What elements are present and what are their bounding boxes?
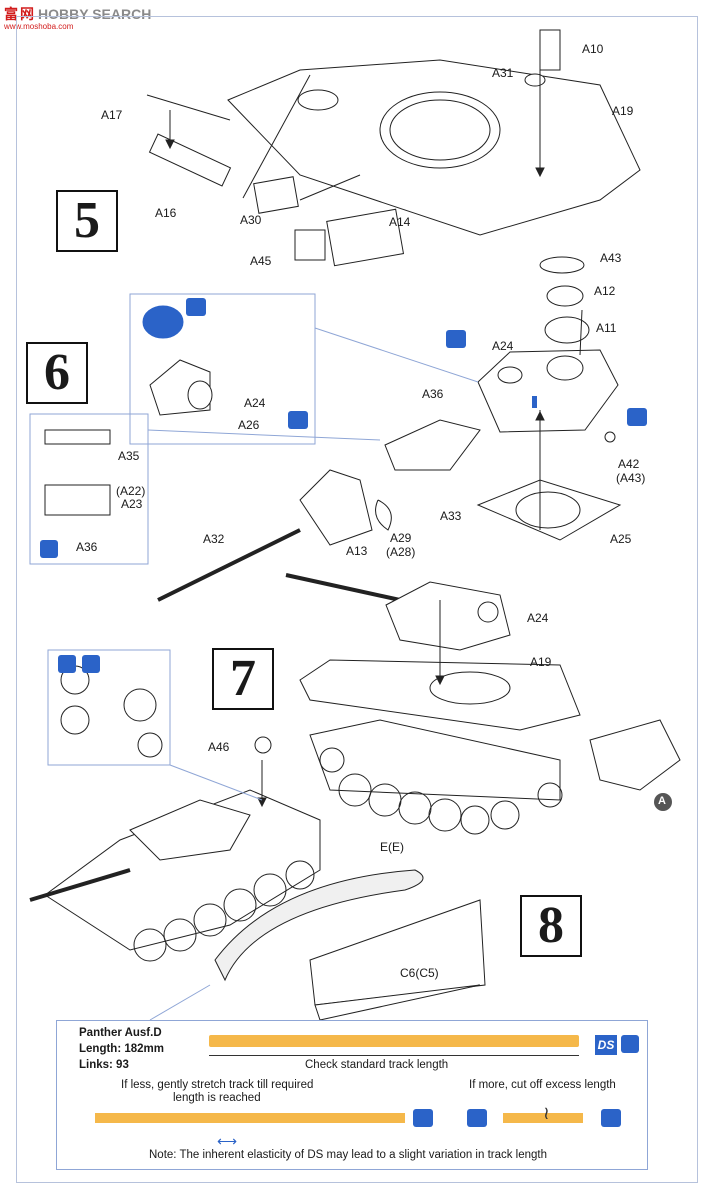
track-length-box: Panther Ausf.D Length: 182mm Links: 93 C… bbox=[56, 1020, 648, 1170]
part-a32-barrel bbox=[157, 528, 301, 602]
part-a11 bbox=[544, 316, 590, 344]
part-a36 bbox=[384, 419, 481, 471]
part-a29 bbox=[375, 499, 392, 531]
label-a10: A10 bbox=[582, 42, 604, 56]
part-a30 bbox=[253, 176, 299, 214]
part-a14 bbox=[326, 208, 405, 267]
part-a25 bbox=[476, 479, 622, 541]
stretch-arrow-icon: ⟷ bbox=[217, 1133, 238, 1149]
tool-icon bbox=[413, 1109, 433, 1127]
label-a29: A29 bbox=[390, 531, 412, 545]
label-a19: A19 bbox=[612, 104, 634, 118]
glue-icon bbox=[621, 1035, 639, 1053]
label-a24-step7: A24 bbox=[527, 611, 549, 625]
label-a31: A31 bbox=[492, 66, 514, 80]
page-frame bbox=[16, 16, 698, 1183]
part-a31 bbox=[524, 73, 546, 87]
track-model: Panther Ausf.D bbox=[79, 1027, 162, 1039]
cut-track-bar bbox=[503, 1113, 583, 1123]
label-a14: A14 bbox=[389, 215, 411, 229]
label-a36-main: A36 bbox=[422, 387, 444, 401]
label-a26: A26 bbox=[238, 418, 260, 432]
inset-hatch bbox=[47, 649, 171, 766]
label-a23: A23 bbox=[121, 497, 143, 511]
label-a43: A43 bbox=[600, 251, 622, 265]
label-a45: A45 bbox=[250, 254, 272, 268]
part-a10 bbox=[539, 29, 561, 71]
lower-hull bbox=[309, 719, 561, 801]
part-a42 bbox=[604, 431, 616, 443]
glue-marker bbox=[288, 411, 308, 429]
track-run bbox=[214, 869, 424, 982]
label-a46: A46 bbox=[208, 740, 230, 754]
label-a43b: (A43) bbox=[616, 471, 646, 485]
track-note: Note: The inherent elasticity of DS may … bbox=[149, 1149, 548, 1161]
gun-barrel bbox=[285, 573, 401, 602]
check-length-text: Check standard track length bbox=[305, 1059, 449, 1071]
label-a24-turret: A24 bbox=[492, 339, 514, 353]
callout-a-circle bbox=[654, 793, 672, 811]
engine-hatch bbox=[297, 89, 339, 111]
part-a46 bbox=[254, 736, 272, 754]
step-number-8: 8 bbox=[520, 895, 582, 957]
label-a30: A30 bbox=[240, 213, 262, 227]
completed-turret bbox=[129, 799, 251, 861]
paint-icon bbox=[467, 1109, 487, 1127]
completed-barrel bbox=[29, 868, 131, 902]
label-a-callout: A bbox=[658, 795, 666, 807]
stretch-track-bar bbox=[95, 1113, 405, 1123]
label-a36-inset: A36 bbox=[76, 540, 98, 554]
label-a19-step7: A19 bbox=[530, 655, 552, 669]
label-a25: A25 bbox=[610, 532, 632, 546]
label-a22: (A22) bbox=[116, 484, 146, 498]
part-a16 bbox=[148, 133, 232, 187]
track-links: Links: 93 bbox=[79, 1059, 129, 1071]
label-c6c5: C6(C5) bbox=[400, 966, 439, 980]
turret-assembly bbox=[385, 581, 511, 651]
inset-mantlet bbox=[129, 293, 316, 445]
label-a11: A11 bbox=[596, 321, 617, 335]
label-a42: A42 bbox=[618, 457, 640, 471]
label-a16: A16 bbox=[155, 206, 177, 220]
if-more-text: If more, cut off excess length bbox=[469, 1079, 616, 1091]
paint-marker bbox=[186, 298, 206, 316]
label-a28: (A28) bbox=[386, 545, 416, 559]
part-a45 bbox=[294, 229, 326, 261]
ds-logo: DS bbox=[595, 1035, 617, 1055]
label-a24-inset: A24 bbox=[244, 396, 266, 410]
watermark-url: www.moshoba.com bbox=[4, 22, 74, 31]
part-a12 bbox=[546, 285, 584, 307]
label-ee: E(E) bbox=[380, 840, 404, 854]
step-number-6: 6 bbox=[26, 342, 88, 404]
cut-mark-icon: ≀ bbox=[543, 1103, 550, 1123]
rear-plate bbox=[589, 719, 681, 791]
label-a32: A32 bbox=[203, 532, 225, 546]
if-less-text-2: length is reached bbox=[173, 1092, 261, 1104]
turret-ring bbox=[379, 91, 501, 169]
label-a33: A33 bbox=[440, 509, 462, 523]
track-length-line bbox=[209, 1055, 579, 1056]
if-less-text: If less, gently stretch track till requi… bbox=[121, 1079, 314, 1091]
turret-body bbox=[477, 349, 619, 433]
label-a35: A35 bbox=[118, 449, 140, 463]
step-number-5: 5 bbox=[56, 190, 118, 252]
label-a17: A17 bbox=[101, 108, 123, 122]
standard-track-bar bbox=[209, 1035, 579, 1047]
mantlet-blue-detail bbox=[142, 305, 184, 339]
label-a12: A12 bbox=[594, 284, 616, 298]
part-c6-sheet bbox=[309, 899, 486, 1006]
paint-icon-2 bbox=[601, 1109, 621, 1127]
track-length: Length: 182mm bbox=[79, 1043, 164, 1055]
part-a43 bbox=[539, 256, 585, 274]
part-a13 bbox=[299, 469, 373, 546]
label-a13: A13 bbox=[346, 544, 368, 558]
step-number-7: 7 bbox=[212, 648, 274, 710]
inset-a36 bbox=[29, 413, 149, 565]
